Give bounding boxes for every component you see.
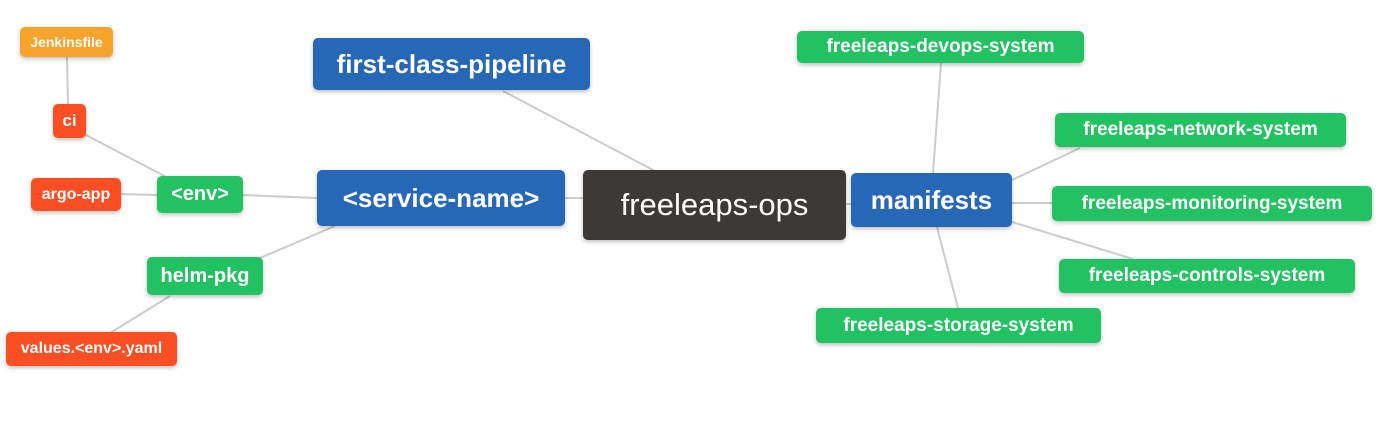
node-freeleaps-devops-system[interactable]: freeleaps-devops-system [797, 31, 1084, 63]
node-freeleaps-storage-system[interactable]: freeleaps-storage-system [816, 308, 1101, 343]
node-label-service-name: <service-name> [342, 182, 540, 213]
edge-first-class-pipeline-to-root [502, 90, 656, 172]
node-first-class-pipeline[interactable]: first-class-pipeline [313, 38, 590, 90]
node-freeleaps-network-system[interactable]: freeleaps-network-system [1055, 113, 1346, 147]
node-label-helm-pkg: helm-pkg [160, 264, 250, 287]
node-freeleaps-controls-system[interactable]: freeleaps-controls-system [1059, 259, 1355, 293]
node-label-manifests: manifests [870, 184, 993, 215]
node-ci[interactable]: ci [53, 104, 86, 138]
node-env[interactable]: <env> [157, 176, 243, 213]
node-label-values-env-yaml: values.<env>.yaml [20, 340, 163, 357]
node-label-first-class-pipeline: first-class-pipeline [336, 48, 567, 79]
node-label-env: <env> [171, 183, 229, 205]
node-freeleaps-ops[interactable]: freeleaps-ops [583, 170, 846, 240]
edge-manifests-to-network-system [1011, 147, 1081, 181]
node-helm-pkg[interactable]: helm-pkg [147, 257, 263, 295]
edge-ci-to-env [83, 133, 171, 180]
edge-helm-pkg-to-values-env-yaml [109, 295, 171, 334]
node-label-freeleaps-controls-system: freeleaps-controls-system [1088, 265, 1326, 286]
edge-manifests-to-storage-system [936, 226, 959, 309]
node-argo-app[interactable]: argo-app [31, 178, 121, 211]
node-label-freeleaps-devops-system: freeleaps-devops-system [826, 36, 1055, 57]
node-label-freeleaps-network-system: freeleaps-network-system [1083, 119, 1318, 140]
edge-manifests-to-controls-system [1011, 221, 1134, 260]
node-label-freeleaps-ops: freeleaps-ops [620, 187, 809, 222]
node-service-name[interactable]: <service-name> [317, 170, 565, 226]
edge-service-name-to-helm-pkg [259, 225, 336, 259]
node-label-freeleaps-monitoring-system: freeleaps-monitoring-system [1081, 192, 1343, 214]
node-label-ci: ci [62, 111, 77, 130]
node-manifests[interactable]: manifests [851, 173, 1012, 227]
node-freeleaps-monitoring-system[interactable]: freeleaps-monitoring-system [1052, 186, 1372, 221]
node-label-freeleaps-storage-system: freeleaps-storage-system [843, 314, 1074, 336]
node-values-env-yaml[interactable]: values.<env>.yaml [6, 332, 177, 366]
node-jenkinsfile[interactable]: Jenkinsfile [20, 27, 113, 57]
edge-manifests-to-devops-system [932, 62, 942, 174]
edge-argo-app-to-env [120, 193, 158, 196]
edge-jenkinsfile-to-ci [66, 56, 69, 105]
node-label-jenkinsfile: Jenkinsfile [30, 34, 103, 50]
edge-env-to-service-name [242, 194, 318, 199]
node-label-argo-app: argo-app [41, 185, 111, 203]
